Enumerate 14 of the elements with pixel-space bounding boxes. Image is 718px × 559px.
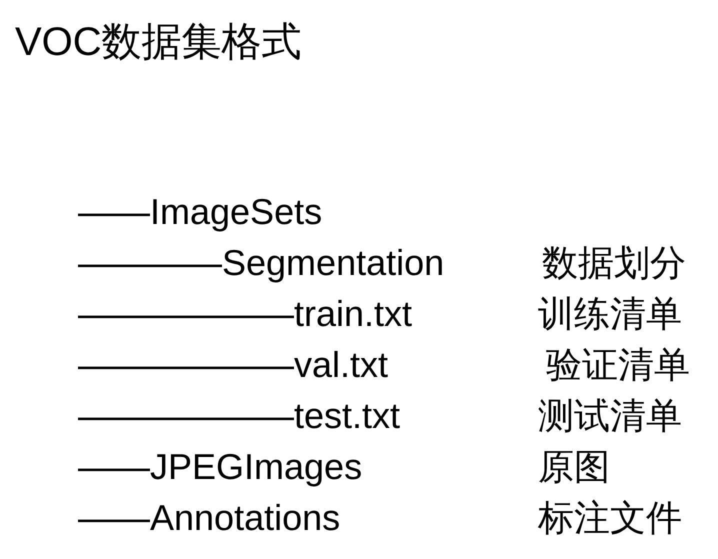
description: 验证清单 [546, 347, 690, 383]
description: 训练清单 [538, 296, 682, 332]
description: 标注文件 [538, 500, 682, 536]
tree-entry: ——————test.txt [78, 398, 400, 434]
tree-entry: ——Annotations [78, 500, 340, 536]
tree-entry: ——————train.txt [78, 296, 412, 332]
tree-entry: ——JPEGImages [78, 449, 362, 485]
description: 测试清单 [538, 398, 682, 434]
tree-entry: ——————val.txt [78, 347, 388, 383]
tree-entry: ————Segmentation [78, 245, 444, 281]
description: 数据划分 [542, 245, 686, 281]
tree-entry: ——ImageSets [78, 194, 322, 230]
title: VOC数据集格式 [15, 22, 302, 62]
description: 原图 [538, 449, 610, 485]
